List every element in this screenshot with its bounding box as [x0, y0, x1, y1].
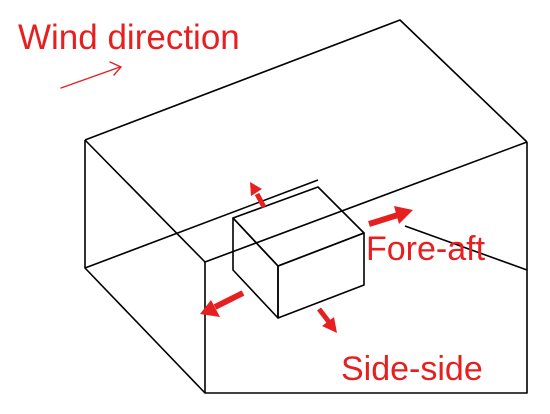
arrow-up-icon [250, 182, 267, 209]
domain-top-back [84, 19, 528, 143]
domain-box [84, 19, 528, 394]
wind-direction-label: Wind direction [18, 18, 240, 57]
domain-floor-back [84, 179, 319, 269]
domain-floor-right [404, 225, 528, 271]
wind-arrow-icon [60, 61, 123, 89]
side-side-label: Side-side [341, 350, 483, 388]
arrow-fore-aft-icon [368, 206, 413, 227]
arrow-fore-aft-back-icon [200, 290, 245, 317]
motion-arrows [200, 182, 413, 333]
fore-aft-label: Fore-aft [366, 230, 486, 268]
arrow-side-side-icon [317, 307, 337, 333]
block-front-face [232, 217, 279, 319]
block-side-face [277, 232, 365, 319]
building-block [232, 186, 365, 319]
